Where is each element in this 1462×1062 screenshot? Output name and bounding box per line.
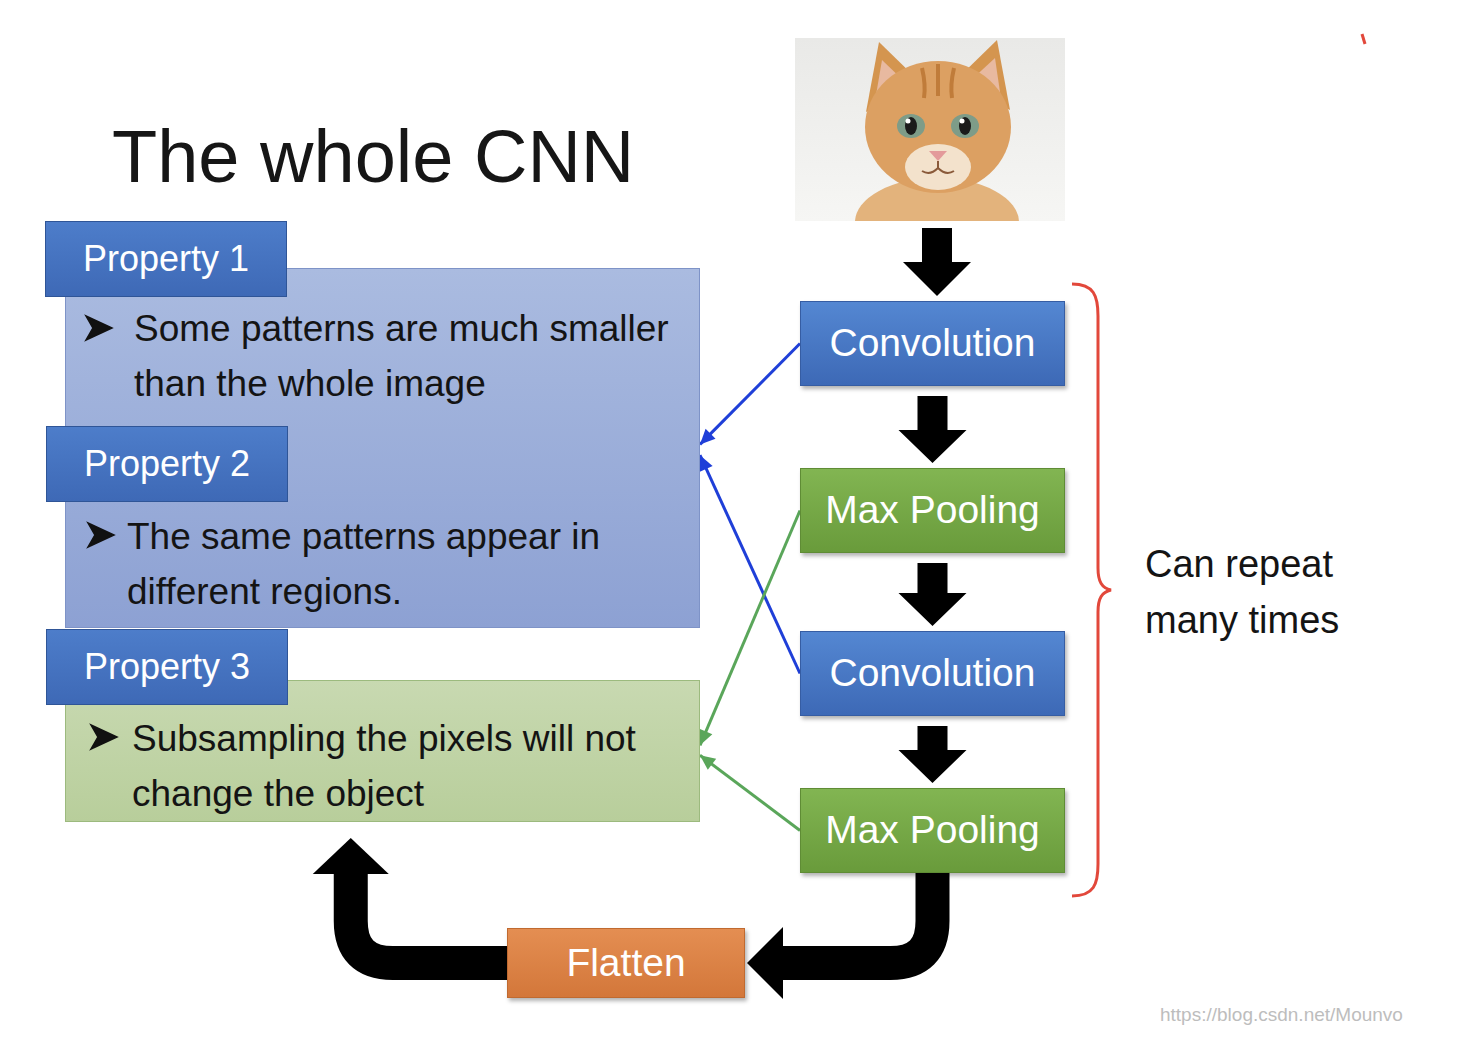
box-label: Convolution (830, 322, 1036, 365)
connector (700, 344, 800, 445)
flow-arrow (899, 563, 967, 626)
cat-head (865, 61, 1011, 193)
connector (899, 726, 967, 783)
flow-arrow (899, 726, 967, 783)
property-heading: Property 1 (83, 239, 249, 279)
cat-stripes (922, 64, 954, 98)
connector (700, 455, 800, 673)
box-label: Max Pooling (825, 489, 1040, 532)
arrow-head (747, 927, 783, 999)
flatten-box: Flatten (507, 928, 745, 998)
property-tab: Property 2 (46, 426, 288, 502)
property-text: The same patterns appear in different re… (127, 509, 687, 619)
arrow-head (700, 755, 716, 770)
flow-arrow (899, 396, 967, 463)
cat-mouth (922, 161, 954, 173)
bullet-arrow (91, 725, 117, 749)
connector (747, 873, 933, 999)
connector (699, 511, 800, 746)
flow-arrow (351, 874, 507, 963)
property-tab: Property 3 (46, 629, 288, 705)
box-label: Convolution (830, 652, 1036, 695)
repeat-brace (1072, 284, 1111, 896)
cat-pupil (959, 117, 971, 135)
flow-arrow (783, 873, 933, 963)
link-line (700, 344, 800, 445)
pooling-box: Max Pooling (800, 468, 1065, 553)
link-line (700, 511, 800, 746)
link-line (700, 755, 800, 830)
cat-eye-shine (960, 119, 965, 124)
arrow-head (699, 729, 712, 746)
box-label: Max Pooling (825, 809, 1040, 852)
arrow-head (700, 429, 716, 445)
property-tab: Property 1 (45, 221, 287, 297)
property-text: Some patterns are much smaller than the … (134, 301, 679, 411)
convolution-box: Convolution (800, 301, 1065, 386)
diagram-title: The whole CNN (112, 116, 634, 197)
bullet-arrow (88, 523, 114, 547)
repeat-note: Can repeat many times (1145, 536, 1395, 648)
property-text: Subsampling the pixels will not change t… (132, 711, 677, 821)
cat-eye (951, 114, 979, 138)
arrow-head (313, 838, 389, 874)
cat-eye-shine (906, 119, 911, 124)
cat-pupil (905, 117, 917, 135)
watermark: https://blog.csdn.net/Mounvo (1160, 1004, 1403, 1026)
cat-nose (929, 151, 947, 161)
image-input-arrow (903, 228, 971, 296)
corner-mark (1362, 34, 1365, 44)
cat-illustration (795, 38, 1065, 221)
link-line (700, 455, 800, 673)
cat-eye (897, 114, 925, 138)
cat-muzzle (905, 144, 971, 190)
connector (899, 563, 967, 626)
arrow-head (700, 455, 713, 472)
property-heading: Property 2 (84, 444, 250, 484)
bullet-arrow (86, 316, 112, 340)
pooling-box: Max Pooling (800, 788, 1065, 873)
connector (313, 838, 507, 963)
property-panel: Property 1Some patterns are much smaller… (65, 268, 700, 628)
connector (899, 396, 967, 463)
connector (700, 755, 800, 830)
property-panel: Property 3Subsampling the pixels will no… (65, 680, 700, 822)
box-label: Flatten (566, 942, 685, 985)
property-heading: Property 3 (84, 647, 250, 687)
convolution-box: Convolution (800, 631, 1065, 716)
